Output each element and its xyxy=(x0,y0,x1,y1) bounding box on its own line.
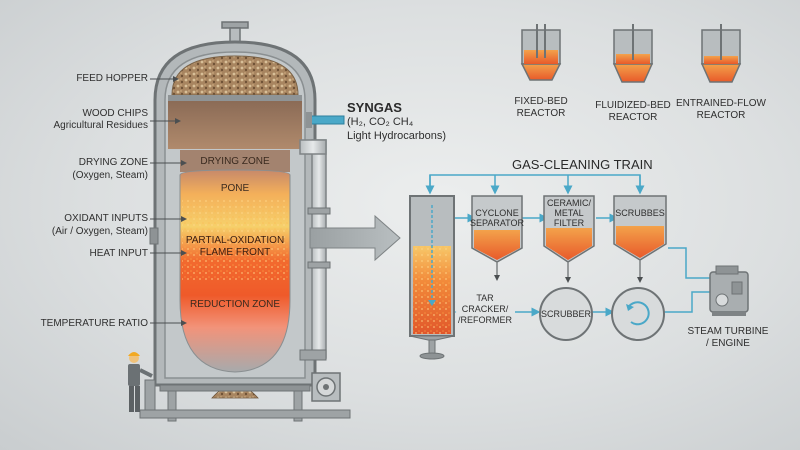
cyclone-label-line1: CYCLONE xyxy=(475,208,519,218)
ceramic-label-line1: CERAMIC/ xyxy=(546,198,592,208)
gas-cleaning-connectors xyxy=(425,174,710,317)
ceramic-filter xyxy=(543,195,595,263)
zone-partial-oxidation-line2: FLAME FRONT xyxy=(199,247,271,258)
tar-cracker-column xyxy=(409,195,455,360)
ceramic-label-line3: FILTER xyxy=(553,218,585,228)
syngas-line2: Light Hydrocarbons) xyxy=(347,130,447,142)
zone-reduction: REDUCTION ZONE xyxy=(190,299,280,310)
tar-label-line2: CRACKER/ xyxy=(461,304,509,314)
reactor-fixed-bed-line1: FIXED-BED xyxy=(514,96,568,107)
ceramic-label-line2: METAL xyxy=(554,208,584,218)
scrubber-circle-label: SCRUBBER xyxy=(540,309,592,319)
label-temperature-ratio: TEMPERATURE RATIO xyxy=(40,318,148,329)
flow-arrow xyxy=(309,214,401,262)
label-feed-hopper: FEED HOPPER xyxy=(76,73,148,84)
cyclone-separator xyxy=(471,195,523,263)
gasifier-vessel xyxy=(139,21,351,422)
reactor-fixed-bed-line2: REACTOR xyxy=(516,108,566,119)
reactor-fluidized-bed-line2: REACTOR xyxy=(608,112,658,123)
recycle-circle xyxy=(611,287,665,341)
steam-turbine-label-line2: / ENGINE xyxy=(706,338,750,349)
gas-cleaning-title: GAS-CLEANING TRAIN xyxy=(512,157,653,172)
tar-label-line1: TAR xyxy=(476,293,494,303)
zone-drying: DRYING ZONE xyxy=(200,156,270,167)
label-drying-zone-sub: (Oxygen, Steam) xyxy=(72,170,148,181)
scrubber-top-label: SCRUBBES xyxy=(615,208,665,218)
label-wood-chips: WOOD CHIPS xyxy=(82,108,148,119)
label-drying-zone: DRYING ZONE xyxy=(78,157,148,168)
syngas-pipe xyxy=(299,112,345,361)
cyclone-label-line2: SEPARATOR xyxy=(469,218,525,228)
left-leader-lines xyxy=(150,76,187,326)
syngas-line1: (H₂, CO₂ CH₄ xyxy=(347,116,414,128)
label-oxidant-inputs: OXIDANT INPUTS xyxy=(64,213,148,224)
reactor-entrained-flow-line2: REACTOR xyxy=(696,110,746,121)
worker-figure xyxy=(128,352,153,412)
scrubber-vessel xyxy=(613,195,667,261)
reactor-icon-fixed-bed xyxy=(520,24,562,81)
engine-icon xyxy=(709,265,749,316)
label-oxidant-inputs-sub: (Air / Oxygen, Steam) xyxy=(51,226,148,237)
reactor-entrained-flow-line1: ENTRAINED-FLOW xyxy=(676,98,766,109)
reactor-icon-entrained-flow xyxy=(700,24,742,83)
syngas-title: SYNGAS xyxy=(347,100,402,115)
scrubber-circle xyxy=(539,287,593,341)
tar-label-line3: /REFORMER xyxy=(458,315,512,325)
reactor-icon-fluidized-bed xyxy=(612,24,654,83)
zone-partial-oxidation-line1: PARTIAL-OXIDATION xyxy=(185,235,285,246)
label-agricultural-residues: Agricultural Residues xyxy=(53,120,149,131)
reactor-fluidized-bed-line1: FLUIDIZED-BED xyxy=(595,100,671,111)
steam-turbine-label-line1: STEAM TURBINE xyxy=(687,326,769,337)
zone-pone: PONE xyxy=(220,183,250,194)
label-heat-input: HEAT INPUT xyxy=(89,248,148,259)
